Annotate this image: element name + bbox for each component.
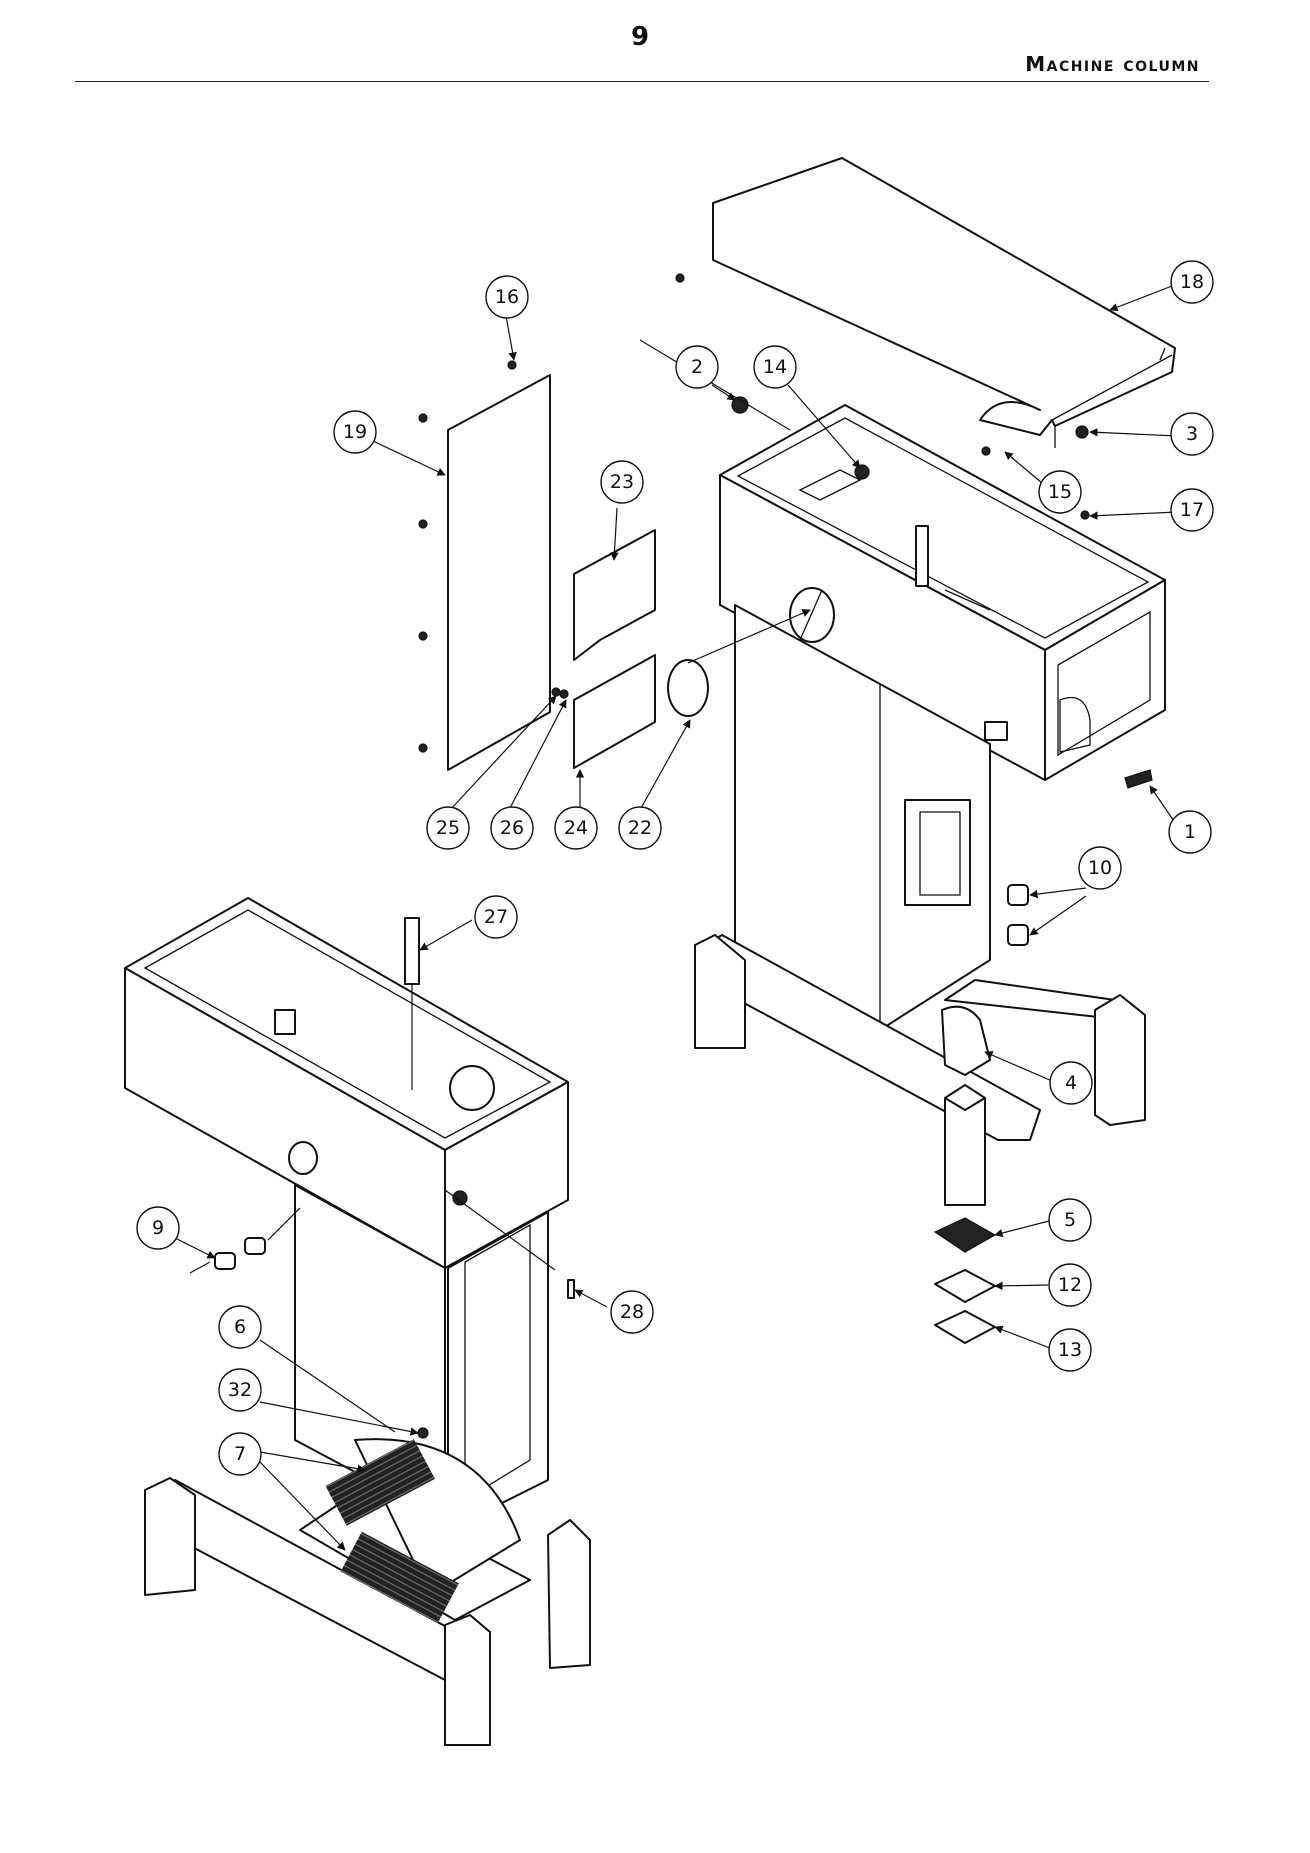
callout-7: 7 [218, 1432, 262, 1476]
screw-19-shape [675, 273, 685, 283]
callout-32-label: 32 [228, 1379, 252, 1401]
callout-2-label: 2 [691, 356, 703, 378]
callout-25-label: 25 [436, 817, 460, 839]
callout-3-label: 3 [1186, 423, 1198, 445]
callout-23-label: 23 [610, 471, 634, 493]
callout-18: 19 [333, 410, 377, 454]
callout-13-label: 13 [1058, 1339, 1082, 1361]
part-3-shape [1075, 425, 1089, 439]
callout-2: 2 [675, 345, 719, 389]
upper-housing-part [719, 404, 1166, 781]
part-1-shape [1124, 769, 1153, 789]
callout-17-label: 17 [1180, 499, 1204, 521]
callout-15: 15 [1038, 470, 1082, 514]
callout-17: 17 [1170, 488, 1214, 532]
callout-4-label: 4 [1065, 1072, 1077, 1094]
callout-27: 27 [474, 895, 518, 939]
callout-12-label: 12 [1058, 1274, 1082, 1296]
left-housing-part [124, 897, 569, 1269]
part-4-shape [941, 1005, 991, 1076]
left-base-part [144, 1438, 591, 1746]
callout-22: 22 [618, 806, 662, 850]
callout-6: 6 [218, 1305, 262, 1349]
left-column-part [294, 1184, 549, 1531]
callout-10-label: 10 [1088, 857, 1112, 879]
callout-9: 9 [136, 1206, 180, 1250]
callout-28: 28 [610, 1290, 654, 1334]
callout-27-label: 27 [484, 906, 508, 928]
panel-24-part [573, 654, 656, 769]
callout-19: 18 [1170, 260, 1214, 304]
callout-15-label: 15 [1048, 481, 1072, 503]
callout-19-label: 18 [1180, 271, 1204, 293]
part-17-shape [1080, 510, 1090, 520]
callout-26-label: 26 [500, 817, 524, 839]
part-9-shape-b [244, 1237, 266, 1255]
part-9-shape-a [214, 1252, 236, 1270]
callout-9-label: 9 [152, 1217, 164, 1239]
callout-16: 16 [485, 275, 529, 319]
section-title: Machine column [1025, 52, 1200, 76]
side-panel-18-part [418, 360, 551, 771]
part-22-shape [667, 659, 709, 717]
part-27-shape [404, 917, 420, 985]
callout-24: 24 [554, 806, 598, 850]
callout-25: 25 [426, 806, 470, 850]
callout-5-label: 5 [1064, 1209, 1076, 1231]
callout-7-label: 7 [234, 1443, 246, 1465]
callout-18-label: 19 [343, 421, 367, 443]
callout-24-label: 24 [564, 817, 588, 839]
panel-23-part [573, 529, 656, 661]
foot-pads-part [933, 1217, 997, 1344]
callout-14: 14 [753, 345, 797, 389]
part-25-shape [551, 687, 561, 697]
part-14-shape [854, 464, 870, 480]
part-26-shape [559, 689, 569, 699]
callout-10: 10 [1078, 846, 1122, 890]
callout-22-label: 22 [628, 817, 652, 839]
callout-1-label: 1 [1184, 821, 1196, 843]
part-10-upper [1007, 884, 1029, 906]
header-rule [75, 81, 1209, 82]
part-28-shape [567, 1279, 575, 1299]
base-right-part [694, 934, 1146, 1206]
column-part [734, 604, 991, 1031]
callout-6-label: 6 [234, 1316, 246, 1338]
callout-1: 1 [1168, 810, 1212, 854]
callout-4: 4 [1049, 1061, 1093, 1105]
callout-12: 12 [1048, 1263, 1092, 1307]
callout-13: 13 [1048, 1328, 1092, 1372]
part-15-shape [981, 446, 991, 456]
callout-3: 3 [1170, 412, 1214, 456]
callout-23: 23 [600, 460, 644, 504]
callout-26: 26 [490, 806, 534, 850]
top-cover-part [712, 157, 1176, 448]
callout-32: 32 [218, 1368, 262, 1412]
callout-28-label: 28 [620, 1301, 644, 1323]
part-10-lower [1007, 924, 1029, 946]
leader-lines [174, 285, 1179, 1551]
callout-5: 5 [1048, 1198, 1092, 1242]
callout-14-label: 14 [763, 356, 787, 378]
part-32-shape [417, 1427, 429, 1439]
callout-16-label: 16 [495, 286, 519, 308]
page-number: 9 [630, 22, 650, 52]
